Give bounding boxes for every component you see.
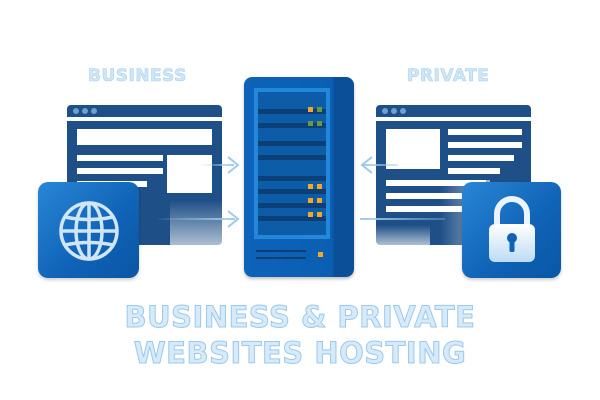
padlock-icon (489, 196, 535, 262)
status-led (317, 212, 322, 217)
arrow-line (362, 164, 398, 166)
business-label: BUSINESS (88, 66, 187, 87)
arrow-line (155, 218, 235, 220)
browser-titlebar (376, 105, 531, 117)
status-led (308, 107, 313, 112)
content-block (77, 129, 212, 145)
arrow-line (200, 164, 234, 166)
status-led (308, 212, 313, 217)
window-dot-icon (400, 108, 406, 114)
browser-titlebar (67, 105, 222, 117)
status-led (308, 198, 313, 203)
globe-icon (59, 201, 119, 261)
arrow-right-icon (227, 210, 240, 228)
arrow-line (360, 218, 445, 220)
globe-tile (38, 182, 139, 278)
title-line-2: WEBSITES HOSTING (133, 336, 467, 371)
window-dot-icon (391, 108, 397, 114)
server-rack (244, 77, 354, 277)
status-led (317, 107, 322, 112)
power-led (318, 252, 323, 257)
window-dot-icon (91, 108, 97, 114)
arrow-right-icon (227, 156, 240, 174)
status-led (308, 121, 313, 126)
image-placeholder (167, 155, 212, 193)
window-dot-icon (382, 108, 388, 114)
padlock-tile (462, 182, 561, 278)
image-placeholder (386, 129, 440, 169)
private-label: PRIVATE (407, 66, 490, 87)
window-dot-icon (82, 108, 88, 114)
server-bay (254, 88, 330, 239)
window-dot-icon (73, 108, 79, 114)
status-led (317, 184, 322, 189)
title-line-1: BUSINESS & PRIVATE (124, 300, 476, 335)
status-led (317, 121, 322, 126)
status-led (317, 198, 322, 203)
status-led (308, 184, 313, 189)
